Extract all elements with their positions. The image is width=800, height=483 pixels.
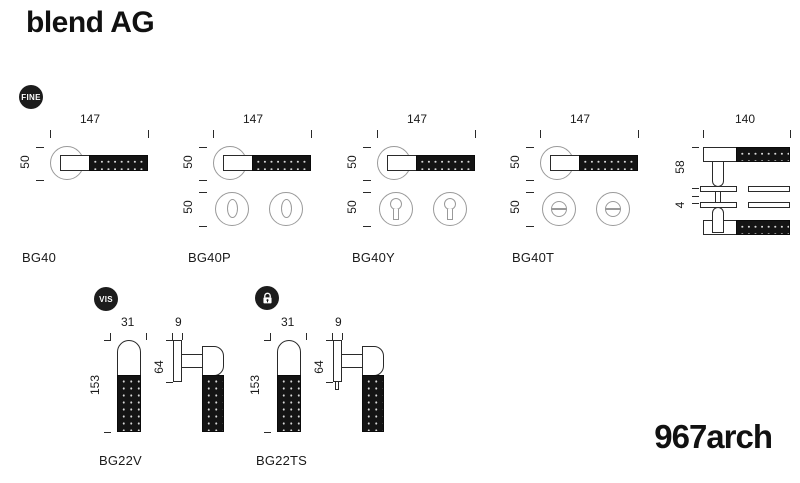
dim-thickness-pair: 4 <box>673 201 687 209</box>
badge-fine: FINE <box>19 85 43 109</box>
lever-neck-bg40p <box>223 155 255 171</box>
rosette-thumb-turn-right <box>596 192 630 226</box>
rosette-oval-cutout-left <box>227 199 238 218</box>
lever-grip-bg40p <box>252 155 311 171</box>
page-title: blend AG <box>26 6 155 39</box>
handle-grip-bg22ts <box>277 375 301 432</box>
dim-width-bg40y: 147 <box>407 112 428 126</box>
brand-mark: 967arch <box>654 418 773 455</box>
rosette-euro-slot-left <box>393 209 399 220</box>
dim-side-width-bg22ts: 9 <box>335 315 342 329</box>
dim-rosette-bg40p: 50 <box>181 200 195 214</box>
handle-side-grip-bg22v <box>202 375 224 432</box>
padlock-icon <box>262 292 272 303</box>
dim-width-bg22v: 31 <box>121 315 135 329</box>
handle-side-grip-bg22ts <box>362 375 384 432</box>
lever-neck-bg40t <box>550 155 582 171</box>
dim-width-bg22ts: 31 <box>281 315 295 329</box>
handle-grip-bg22v <box>117 375 141 432</box>
turn-knob-slot-right <box>605 208 621 210</box>
product-code-bg40: BG40 <box>22 250 57 265</box>
pair-exploded-bar-top <box>748 186 790 192</box>
pair-spindle-top <box>712 161 724 187</box>
badge-vis: VIS <box>94 287 118 311</box>
rosette-oval-cutout-right <box>281 199 292 218</box>
badge-vis-label: VIS <box>99 294 113 304</box>
lever-neck-bg40y <box>387 155 419 171</box>
handle-neck-bg22v <box>117 340 141 380</box>
badge-fine-label: FINE <box>21 92 41 102</box>
dim-width-bg40: 147 <box>80 112 101 126</box>
pair-lever-grip-top <box>736 147 790 162</box>
dim-rosette-bg40y: 50 <box>345 200 359 214</box>
dim-side-width-bg22v: 9 <box>175 315 182 329</box>
dim-width-pair: 140 <box>735 112 756 126</box>
product-code-bg22ts: BG22TS <box>256 453 308 468</box>
pair-lever-grip-bottom <box>736 220 790 235</box>
dim-height-bg22v: 153 <box>88 374 102 396</box>
dim-side-height-bg22v: 64 <box>152 360 166 374</box>
dim-width-bg40p: 147 <box>243 112 264 126</box>
product-code-bg40p: BG40P <box>188 250 231 265</box>
turn-knob-slot-left <box>551 208 567 210</box>
rosette-euro-slot-right <box>447 209 453 220</box>
pair-lever-neck-top <box>703 147 737 162</box>
product-code-bg22v: BG22V <box>99 453 142 468</box>
lever-grip-bg40t <box>579 155 638 171</box>
product-code-bg40y: BG40Y <box>352 250 395 265</box>
dim-height-bg22ts: 153 <box>248 374 262 396</box>
dim-height-bg40: 50 <box>18 155 32 169</box>
handle-key-tail-bg22ts <box>335 381 339 390</box>
dim-height-bg40t: 50 <box>508 155 522 169</box>
lever-grip-bg40 <box>89 155 148 171</box>
product-code-bg40t: BG40T <box>512 250 555 265</box>
handle-side-neck-bg22ts <box>362 346 384 376</box>
dim-height-bg40p: 50 <box>181 155 195 169</box>
lever-grip-bg40y <box>416 155 475 171</box>
handle-side-neck-bg22v <box>202 346 224 376</box>
lever-neck-bg40 <box>60 155 92 171</box>
dim-height-pair: 58 <box>673 160 687 174</box>
handle-neck-bg22ts <box>277 340 301 380</box>
dim-rosette-bg40t: 50 <box>508 200 522 214</box>
dim-height-bg40y: 50 <box>345 155 359 169</box>
dim-width-bg40t: 147 <box>570 112 591 126</box>
dim-side-height-bg22ts: 64 <box>312 360 326 374</box>
pair-exploded-bar-bottom <box>748 202 790 208</box>
pair-spindle-bottom <box>712 207 724 233</box>
badge-lock <box>255 286 279 310</box>
